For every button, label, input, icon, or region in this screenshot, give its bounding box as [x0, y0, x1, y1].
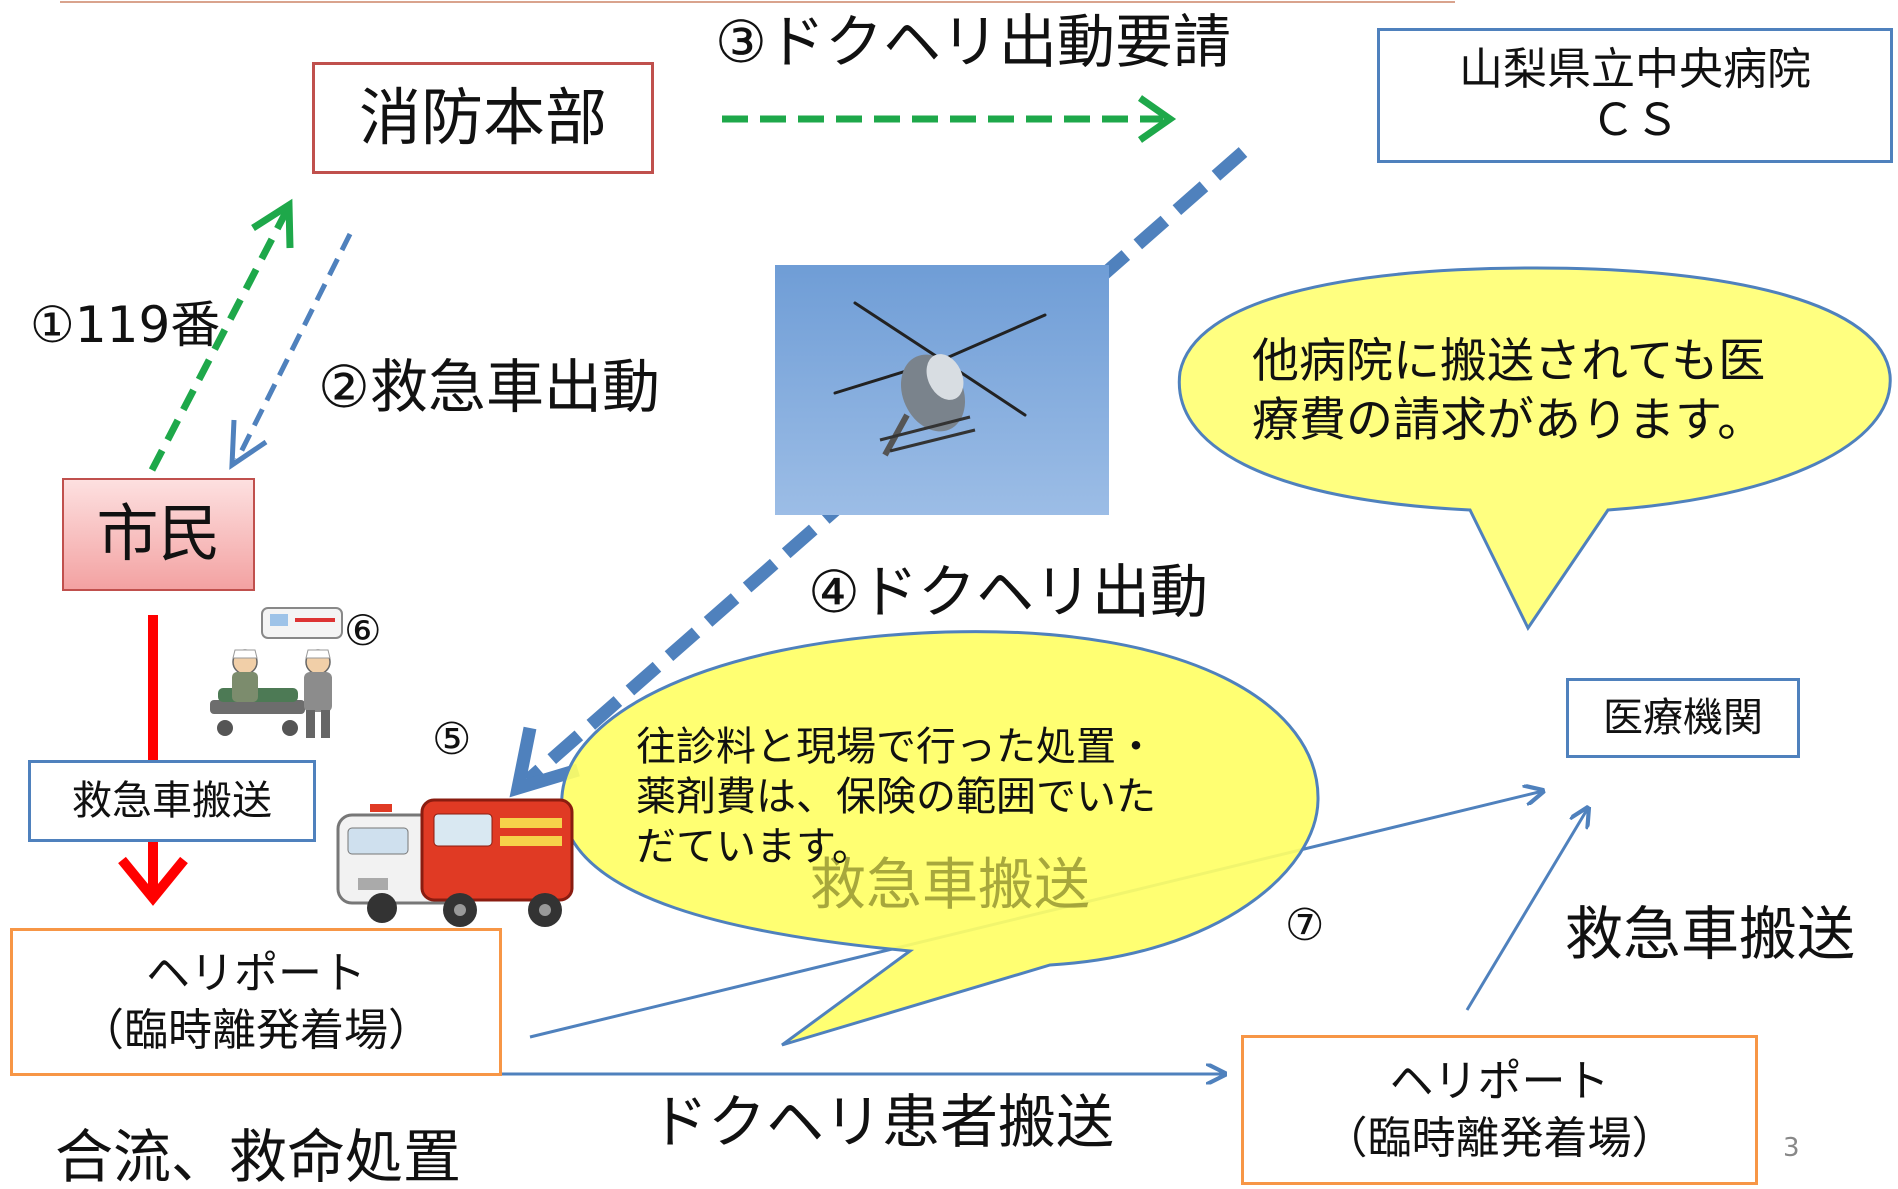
- ambulance-transport-right-label: 救急車搬送: [1565, 900, 1856, 968]
- arrow-ambulance-dispatch-head: [229, 419, 268, 470]
- hospital-cs-box: 山梨県立中央病院 ＣＳ: [1377, 28, 1893, 163]
- callout-cost-shape: [560, 630, 1320, 1047]
- callout-other-hospital-shape: [1177, 266, 1892, 631]
- step-7-label: ⑦: [1285, 900, 1325, 951]
- emergency-vehicles-illustration: [336, 798, 574, 927]
- step-6-label: ⑥: [344, 606, 382, 655]
- arrow-ambulance-dispatch: [234, 232, 353, 462]
- arrow-heliport2-to-medical: [1465, 808, 1588, 1011]
- step-2-label: ②救急車出動: [318, 353, 660, 421]
- merge-treatment-label: 合流、救命処置: [55, 1123, 462, 1189]
- page-number: 3: [1783, 1133, 1800, 1163]
- heliport-box-2: ヘリポート （臨時離発着場）: [1241, 1035, 1758, 1185]
- step-3-label: ③ドクヘリ出動要請: [715, 8, 1231, 76]
- arrow-heli-request-head: [1137, 95, 1177, 143]
- arrow-heli-dispatch-head: [509, 726, 580, 798]
- fire-headquarters-box: 消防本部: [312, 62, 654, 174]
- citizen-box: 市民: [62, 478, 255, 591]
- ambulance-transport-mid-label: 救急車搬送: [810, 853, 1090, 918]
- arrow-red-head: [118, 856, 188, 906]
- step-1-label: ①119番: [30, 296, 221, 354]
- step-5-label: ⑤: [432, 714, 472, 765]
- callout-cost-text: 往診料と現場で行った処置・ 薬剤費は、保険の範囲でいた だています。: [636, 724, 1156, 870]
- ambulance-transport-box: 救急車搬送: [28, 760, 316, 842]
- heli-patient-transport-label: ドクヘリ患者搬送: [650, 1088, 1115, 1156]
- arrow-119-call-head: [251, 198, 294, 249]
- helicopter-photo: [775, 265, 1109, 515]
- ambulance-crew-illustration: [210, 607, 343, 738]
- arrow-119-call: [148, 208, 291, 472]
- heliport-box-1: ヘリポート （臨時離発着場）: [10, 928, 502, 1076]
- medical-institution-box: 医療機関: [1566, 678, 1800, 758]
- step-4-label: ④ドクヘリ出動: [808, 558, 1208, 626]
- callout-other-hospital-text: 他病院に搬送されても医 療費の請求があります。: [1252, 334, 1766, 448]
